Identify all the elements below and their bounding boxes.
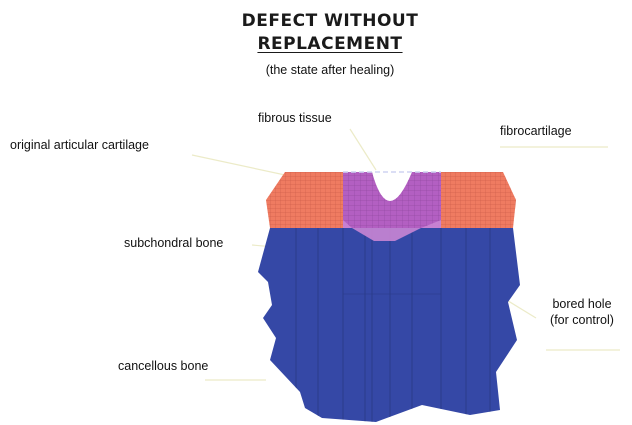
leader-original-cartilage	[192, 155, 285, 175]
leader-fibrous-tissue	[350, 129, 376, 170]
label-fibrocartilage: fibrocartilage	[500, 124, 572, 138]
label-cancellous-bone: cancellous bone	[118, 359, 208, 373]
bone-block	[258, 228, 520, 425]
label-bored-hole: bored hole (for control)	[536, 296, 628, 328]
diagram-subtitle: (the state after healing)	[200, 63, 460, 77]
diagram-title-line-2: REPLACEMENT	[200, 34, 460, 54]
diagram-title-line-1: DEFECT WITHOUT	[200, 11, 460, 31]
label-original-articular-cartilage: original articular cartilage	[10, 138, 149, 152]
label-bored-hole-line-1: bored hole	[536, 296, 628, 312]
label-bored-hole-line-2: (for control)	[536, 312, 628, 328]
label-fibrous-tissue: fibrous tissue	[258, 111, 332, 125]
bone-body	[258, 228, 520, 422]
label-subchondral-bone: subchondral bone	[124, 236, 223, 250]
